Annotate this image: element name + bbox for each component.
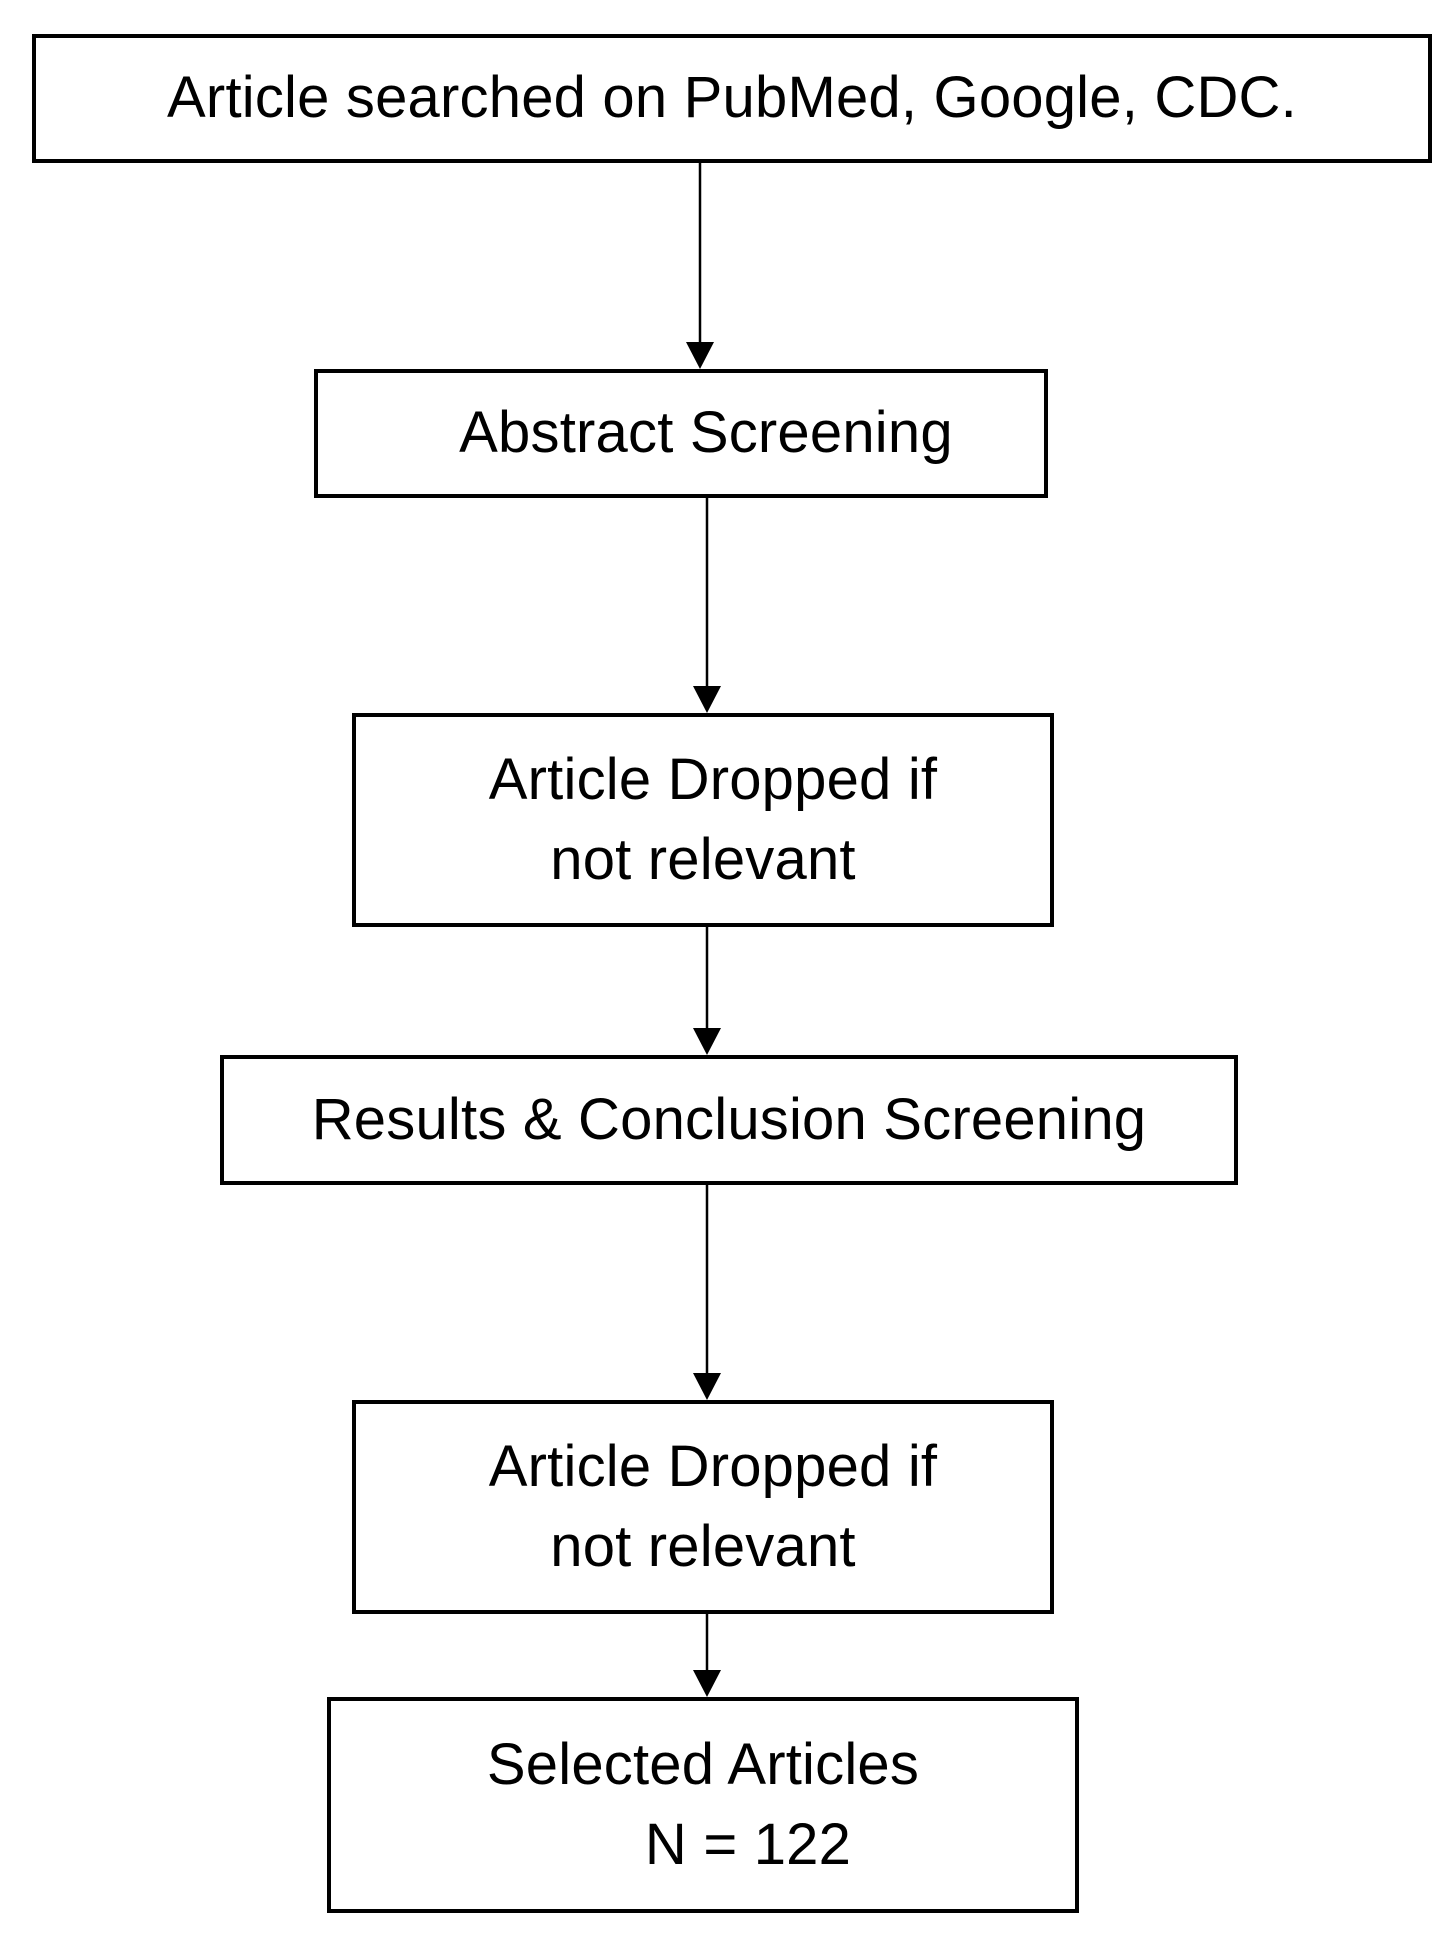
step-selected-articles: Selected Articles N = 122 (327, 1697, 1079, 1913)
step-abstract-screening: Abstract Screening (314, 369, 1048, 498)
arrow-4 (693, 1185, 721, 1400)
step-label-line-1: Article Dropped if (488, 746, 938, 812)
step-label: Abstract Screening (459, 400, 953, 466)
arrow-1 (686, 163, 714, 369)
step-label-line-2: not relevant (550, 1514, 856, 1579)
step-label-line-1: Selected Articles (486, 1731, 920, 1797)
arrow-2 (693, 498, 721, 713)
arrow-5 (693, 1614, 721, 1697)
step-article-dropped-1: Article Dropped if not relevant (352, 713, 1054, 927)
step-label: Results & Conclusion Screening (311, 1086, 1147, 1152)
step-label-line-2: not relevant (550, 827, 856, 892)
step-label: Article searched on PubMed, Google, CDC. (167, 65, 1297, 131)
step-article-dropped-2: Article Dropped if not relevant (352, 1400, 1054, 1614)
article-count: N = 122 (644, 1812, 852, 1877)
step-results-conclusion-screening: Results & Conclusion Screening (220, 1055, 1238, 1185)
step-article-search: Article searched on PubMed, Google, CDC. (32, 34, 1432, 163)
step-label-line-1: Article Dropped if (488, 1433, 938, 1499)
arrow-3 (693, 927, 721, 1055)
